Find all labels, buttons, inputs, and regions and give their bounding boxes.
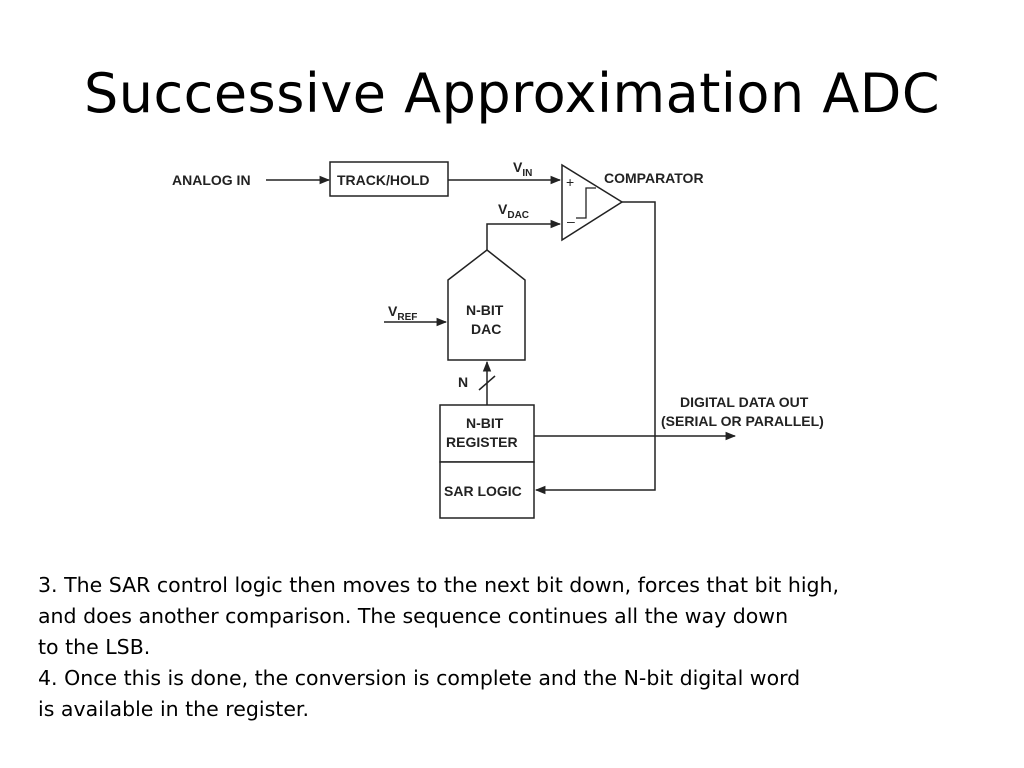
vdac-wire (486, 219, 562, 250)
vdac-label: VDAC (498, 201, 529, 221)
n-label: N (458, 374, 468, 390)
analog-in-label: ANALOG IN (172, 172, 251, 188)
comparator-plus-sign: + (566, 174, 574, 190)
comparator-label: COMPARATOR (604, 170, 704, 186)
dac-label-line2: DAC (471, 321, 501, 337)
hysteresis-icon (576, 187, 596, 219)
track-hold-label: TRACK/HOLD (337, 172, 430, 188)
slide-title: Successive Approximation ADC (83, 62, 941, 125)
slide-body: 3. The SAR control logic then moves to t… (38, 570, 1013, 725)
vref-label: VREF (388, 303, 417, 323)
register-block (439, 404, 535, 463)
register-label-line1: N-BIT (466, 415, 504, 431)
sar-logic-label: SAR LOGIC (444, 483, 522, 499)
register-label-line2: REGISTER (446, 434, 518, 450)
bus-slash-mark (478, 375, 496, 391)
feedback-wire (534, 201, 656, 495)
track-hold-block (329, 161, 449, 197)
comparator-symbol (561, 163, 624, 242)
digital-out-label-line1: DIGITAL DATA OUT (680, 394, 809, 410)
dac-block (447, 249, 526, 361)
dac-label-line1: N-BIT (466, 302, 504, 318)
digital-out-label-line2: (SERIAL OR PARALLEL) (661, 413, 824, 429)
step-4-paragraph: 4. Once this is done, the conversion is … (38, 666, 801, 721)
comparator-minus-sign: – (567, 213, 575, 229)
step-3-paragraph: 3. The SAR control logic then moves to t… (38, 573, 840, 659)
sar-logic-block (439, 461, 535, 519)
vin-label: VIN (513, 159, 532, 179)
